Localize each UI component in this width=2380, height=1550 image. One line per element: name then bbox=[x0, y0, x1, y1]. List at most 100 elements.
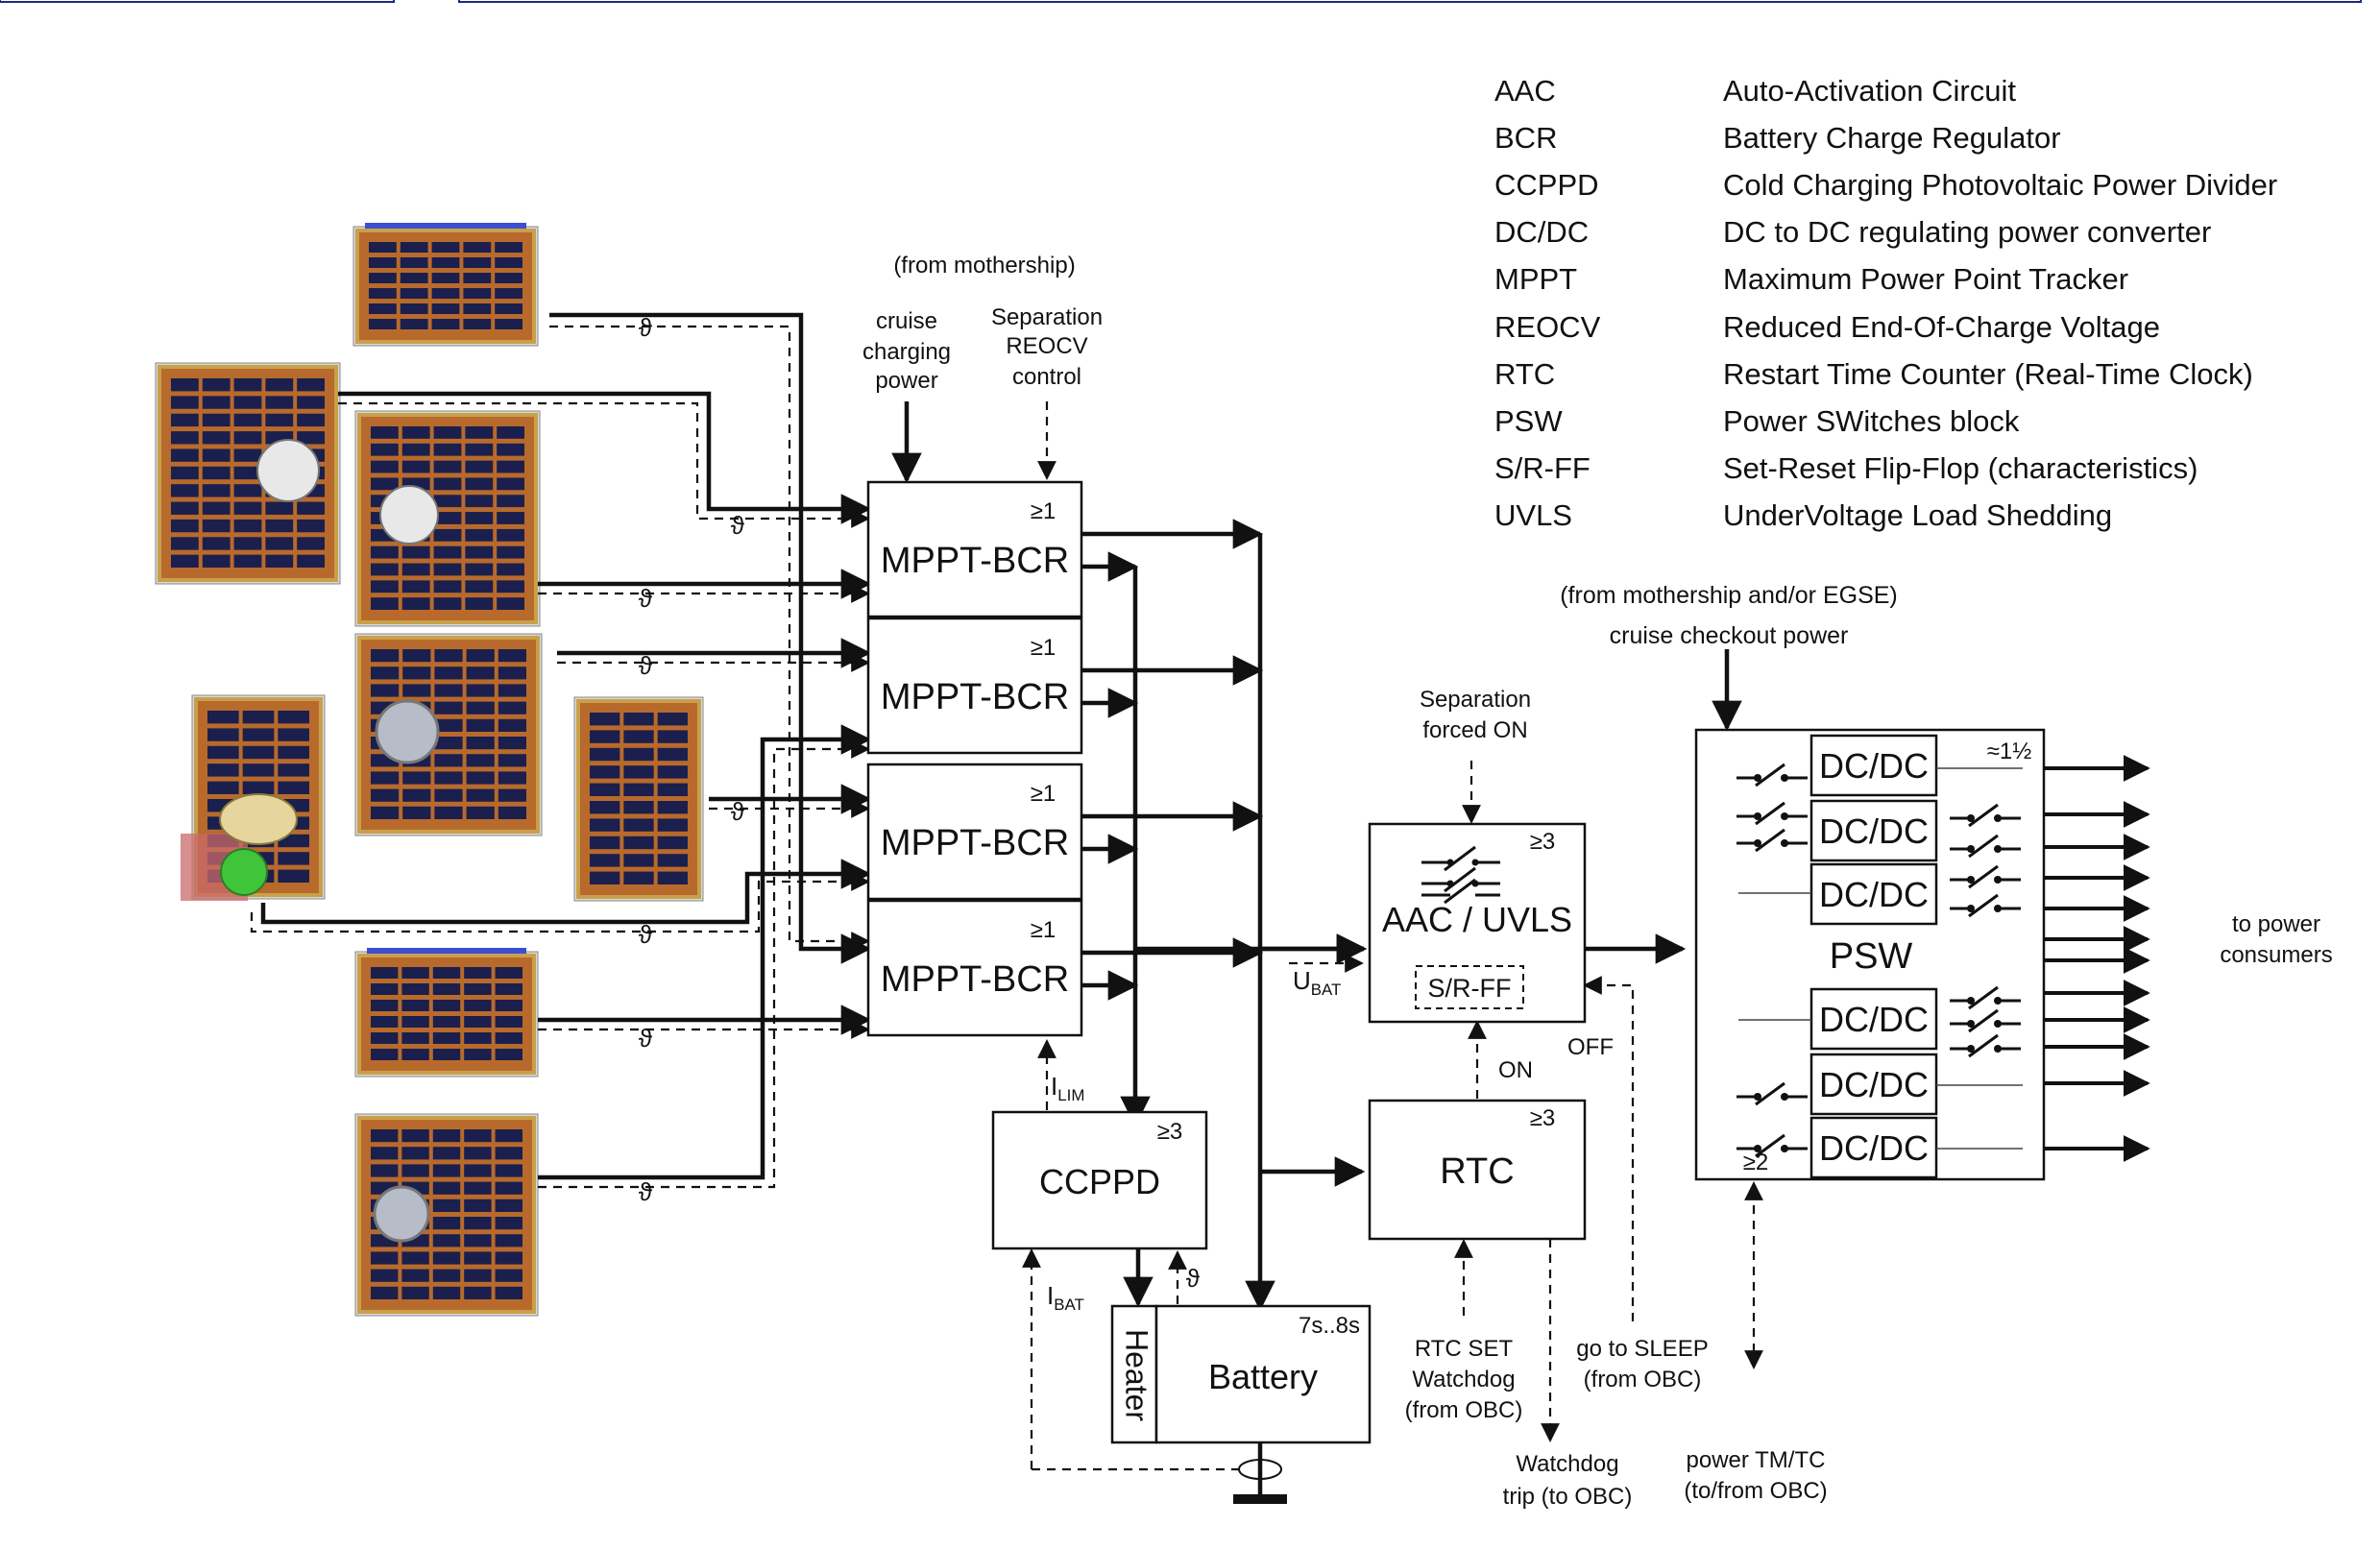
wire bbox=[338, 401, 870, 528]
solar-cell bbox=[464, 1016, 492, 1028]
solar-cell bbox=[433, 495, 462, 508]
solar-cell bbox=[371, 666, 400, 680]
solar-cell bbox=[498, 788, 526, 802]
solar-cell bbox=[432, 1217, 461, 1230]
solar-cell bbox=[495, 288, 522, 299]
solar-cell bbox=[401, 1129, 429, 1143]
solar-cell bbox=[466, 737, 495, 750]
solar-cell bbox=[465, 495, 494, 508]
solar-cell bbox=[465, 597, 494, 610]
solar-cell bbox=[202, 448, 231, 462]
cruise-charging-label: cruise bbox=[876, 308, 937, 334]
solar-cell bbox=[233, 413, 262, 427]
solar-cell bbox=[495, 983, 522, 995]
solar-cell bbox=[465, 545, 494, 559]
solar-cell bbox=[434, 718, 463, 732]
switch-symbol bbox=[1421, 866, 1500, 893]
solar-cell bbox=[432, 1032, 461, 1044]
solar-cell bbox=[265, 413, 294, 427]
hatch-plate bbox=[373, 1185, 430, 1243]
solar-cell bbox=[402, 806, 431, 819]
theta-label: ϑ bbox=[1186, 1264, 1201, 1293]
switch-dot bbox=[1967, 876, 1975, 884]
ubat-label: UBAT bbox=[1293, 966, 1341, 999]
blocks: MPPT-BCR≥1MPPT-BCR≥1MPPT-BCR≥1MPPT-BCR≥1… bbox=[866, 480, 2046, 1504]
solar-cell bbox=[297, 431, 325, 445]
rtc-block bbox=[1368, 1099, 1587, 1241]
switch-dot bbox=[1446, 859, 1454, 866]
solar-cell bbox=[434, 684, 463, 697]
solar-cell bbox=[434, 754, 463, 767]
switch-dot bbox=[1967, 905, 1975, 912]
rtc-set-label: (from OBC) bbox=[1405, 1397, 1523, 1423]
solar-cell bbox=[371, 967, 399, 979]
solar-cell bbox=[233, 448, 262, 462]
solar-cell bbox=[371, 477, 399, 491]
solar-cell bbox=[233, 484, 262, 497]
solar-cell bbox=[657, 783, 688, 796]
solar-panel bbox=[181, 694, 326, 901]
solar-cell bbox=[495, 1286, 522, 1299]
theta-label: ϑ bbox=[639, 584, 653, 613]
go-to-sleep-label: (from OBC) bbox=[1584, 1367, 1702, 1393]
rtc-set-label: RTC SET bbox=[1415, 1336, 1514, 1362]
switch-dot bbox=[1994, 1020, 2002, 1028]
dcdc-label: DC/DC bbox=[1819, 875, 1929, 914]
solar-cell bbox=[401, 563, 430, 576]
solar-cell bbox=[466, 666, 495, 680]
glossary-abbr: CCPPD bbox=[1494, 167, 1599, 202]
solar-cell bbox=[623, 765, 654, 779]
solar-cell bbox=[498, 718, 526, 732]
solar-cell bbox=[433, 580, 462, 593]
solar-cell bbox=[497, 545, 524, 559]
sr-ff-box bbox=[1415, 965, 1524, 1009]
solar-cell bbox=[431, 273, 460, 283]
solar-cell bbox=[401, 983, 429, 995]
solar-cell bbox=[497, 460, 524, 473]
solar-cell bbox=[464, 967, 492, 979]
wire bbox=[260, 859, 872, 925]
solar-cell bbox=[242, 781, 275, 794]
glossary-abbr: BCR bbox=[1494, 120, 1558, 155]
solar-cell bbox=[233, 519, 262, 533]
solar-cell bbox=[433, 460, 462, 473]
solar-cell bbox=[242, 763, 275, 777]
solar-cell bbox=[657, 801, 688, 814]
switch-dot bbox=[1781, 1093, 1788, 1101]
solar-cell bbox=[202, 519, 231, 533]
solar-cell bbox=[233, 537, 262, 550]
solar-cell bbox=[207, 781, 239, 794]
frame-left bbox=[0, 0, 395, 3]
switch-dot bbox=[1754, 839, 1761, 847]
solar-cell bbox=[590, 836, 620, 850]
solar-cell bbox=[495, 1251, 522, 1265]
solar-cell bbox=[202, 554, 231, 568]
solar-cell bbox=[495, 1032, 522, 1044]
solar-cell bbox=[466, 771, 495, 785]
solar-cell bbox=[202, 537, 231, 550]
switch-dot bbox=[1967, 845, 1975, 853]
aac-count: ≥3 bbox=[1530, 829, 1556, 855]
solar-cell bbox=[432, 1181, 461, 1195]
mppt-bcr-label: MPPT-BCR bbox=[881, 541, 1069, 581]
solar-cell bbox=[657, 765, 688, 779]
solar-cell bbox=[495, 1269, 522, 1282]
solar-cell bbox=[233, 501, 262, 515]
solar-cell bbox=[498, 771, 526, 785]
solar-cell bbox=[371, 1269, 399, 1282]
solar-cell bbox=[464, 1286, 492, 1299]
solar-cell bbox=[433, 563, 462, 576]
solar-cell bbox=[278, 763, 309, 777]
solar-cell bbox=[498, 754, 526, 767]
solar-cell bbox=[495, 1181, 522, 1195]
solar-cell bbox=[371, 1286, 399, 1299]
solar-cell bbox=[233, 396, 262, 409]
solar-cell bbox=[466, 701, 495, 714]
watchdog-trip-label: Watchdog bbox=[1516, 1451, 1618, 1477]
